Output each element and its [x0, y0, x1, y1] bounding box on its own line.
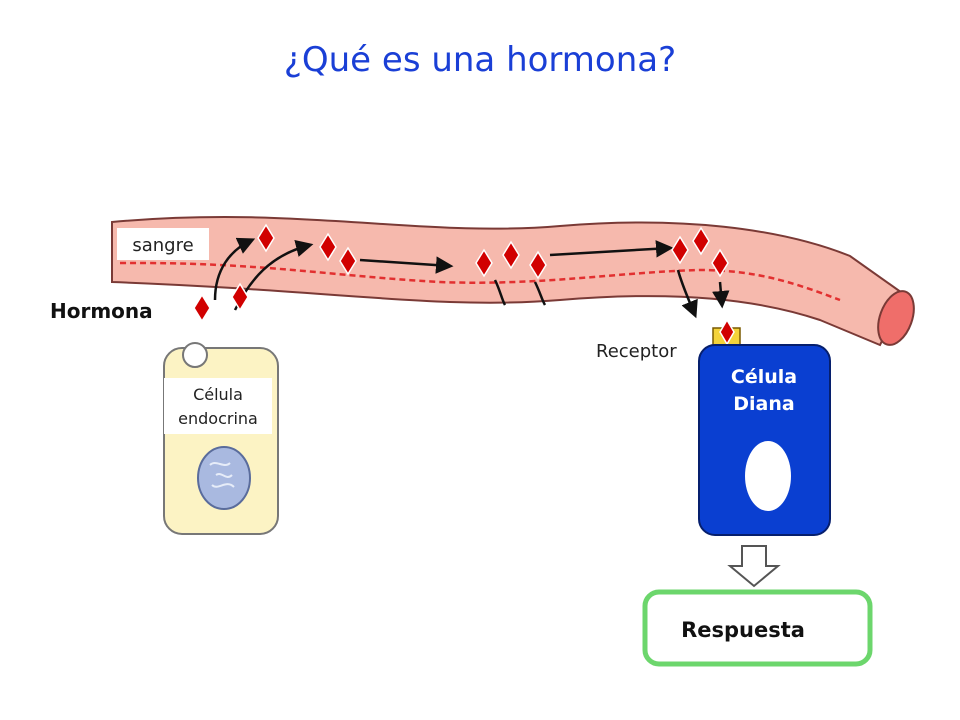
target-cell: [698, 344, 831, 536]
hormone-label: Hormona: [50, 299, 153, 323]
blood-vessel: [111, 216, 915, 347]
receptor-label: Receptor: [596, 341, 677, 362]
hormone-molecule: [529, 250, 547, 280]
hormone-molecule: [319, 232, 337, 262]
hormone-molecule: [231, 282, 249, 312]
hormone-molecule: [692, 226, 710, 256]
hormone-molecules: [193, 223, 729, 323]
page-title: ¿Qué es una hormona?: [283, 40, 677, 80]
response-arrow-icon: [727, 545, 781, 588]
endocrine-label-box: [164, 378, 272, 434]
target-label-line2: Diana: [733, 393, 794, 415]
endocrine-label-line1: Célula: [193, 385, 243, 404]
hormone-molecule: [475, 248, 493, 278]
hormone-molecule: [257, 223, 275, 253]
hormone-molecule: [193, 293, 211, 323]
response-box: [642, 589, 873, 667]
blood-label: sangre: [132, 235, 193, 256]
nucleus-icon: [197, 446, 251, 510]
target-label-line1: Célula: [731, 366, 797, 388]
endocrine-cell: [163, 342, 279, 535]
response-label: Respuesta: [681, 618, 805, 642]
hormone-molecule: [502, 240, 520, 270]
target-nucleus-icon: [745, 441, 791, 511]
endocrine-label-line2: endocrina: [178, 409, 258, 428]
hormone-molecule: [711, 248, 729, 278]
hormone-molecule: [339, 246, 357, 276]
hormone-molecule: [671, 235, 689, 265]
blood-label-box: [117, 228, 209, 260]
